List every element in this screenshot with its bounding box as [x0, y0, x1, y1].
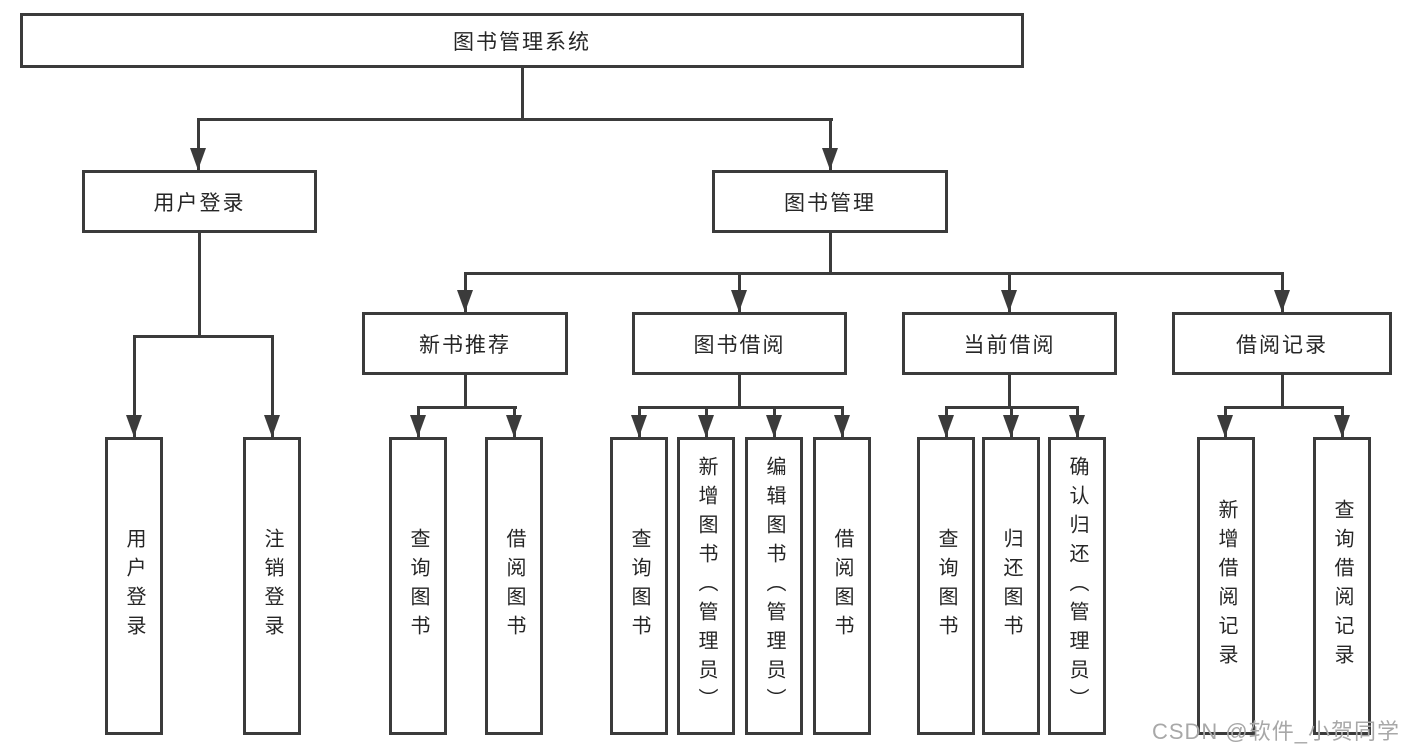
leaf-borrowing-add-books-admin: 新增图书（管理员）: [677, 437, 735, 735]
leaf-recommend-borrow-books-label: 借阅图书: [503, 528, 525, 644]
arrow-down-icon: [822, 148, 838, 170]
connector-line: [829, 233, 832, 272]
leaf-current-return-books-label: 归还图书: [1000, 528, 1022, 644]
node-new-book-recommend: 新书推荐: [362, 312, 568, 375]
leaf-user-login: 用户登录: [105, 437, 163, 735]
leaf-recommend-query-books-label: 查询图书: [407, 528, 429, 644]
arrow-down-icon: [938, 415, 954, 437]
leaf-borrowing-borrow-books: 借阅图书: [813, 437, 871, 735]
node-user-login-label: 用户登录: [153, 191, 246, 215]
arrow-down-icon: [698, 415, 714, 437]
leaf-borrowing-borrow-books-label: 借阅图书: [831, 528, 853, 644]
leaf-borrowing-query-books: 查询图书: [610, 437, 668, 735]
connector-line: [133, 335, 136, 437]
csdn-watermark: CSDN @软件_小贺同学: [1151, 719, 1400, 744]
connector-line: [521, 68, 524, 118]
arrow-down-icon: [264, 415, 280, 437]
connector-line: [638, 406, 844, 409]
arrow-down-icon: [506, 415, 522, 437]
connector-line: [197, 118, 200, 170]
node-user-login: 用户登录: [82, 170, 317, 233]
leaf-current-query-books: 查询图书: [917, 437, 975, 735]
leaf-records-query-record: 查询借阅记录: [1313, 437, 1371, 735]
connector-line: [1281, 375, 1284, 406]
arrow-down-icon: [1003, 415, 1019, 437]
leaf-records-add-record: 新增借阅记录: [1197, 437, 1255, 735]
leaf-current-query-books-label: 查询图书: [935, 528, 957, 644]
node-book-management: 图书管理: [712, 170, 948, 233]
arrow-down-icon: [731, 290, 747, 312]
node-borrowing-records: 借阅记录: [1172, 312, 1392, 375]
connector-line: [133, 335, 274, 338]
arrow-down-icon: [631, 415, 647, 437]
arrow-down-icon: [126, 415, 142, 437]
node-book-borrowing: 图书借阅: [632, 312, 847, 375]
arrow-down-icon: [410, 415, 426, 437]
leaf-recommend-query-books: 查询图书: [389, 437, 447, 735]
node-current-borrowing: 当前借阅: [902, 312, 1117, 375]
arrow-down-icon: [1274, 290, 1290, 312]
node-borrowing-records-label: 借阅记录: [1236, 333, 1328, 357]
connector-line: [1224, 406, 1344, 409]
node-new-book-recommend-label: 新书推荐: [419, 333, 511, 357]
node-root-label: 图书管理系统: [453, 30, 591, 54]
connector-line: [738, 375, 741, 406]
arrow-down-icon: [190, 148, 206, 170]
leaf-logout: 注销登录: [243, 437, 301, 735]
node-root: 图书管理系统: [20, 13, 1024, 68]
leaf-current-confirm-return-admin: 确认归还（管理员）: [1048, 437, 1106, 735]
node-book-management-label: 图书管理: [784, 191, 876, 215]
arrow-down-icon: [457, 290, 473, 312]
arrow-down-icon: [1334, 415, 1350, 437]
node-book-borrowing-label: 图书借阅: [693, 333, 786, 357]
arrow-down-icon: [1069, 415, 1085, 437]
arrow-down-icon: [1217, 415, 1233, 437]
connector-line: [197, 118, 833, 121]
connector-line: [1008, 375, 1011, 406]
connector-line: [198, 233, 201, 335]
arrow-down-icon: [1001, 290, 1017, 312]
leaf-logout-label: 注销登录: [261, 528, 283, 644]
arrow-down-icon: [766, 415, 782, 437]
leaf-current-return-books: 归还图书: [982, 437, 1040, 735]
leaf-recommend-borrow-books: 借阅图书: [485, 437, 543, 735]
leaf-records-add-record-label: 新增借阅记录: [1215, 499, 1237, 673]
connector-line: [271, 335, 274, 437]
connector-line: [464, 272, 1284, 275]
leaf-records-query-record-label: 查询借阅记录: [1331, 499, 1353, 673]
leaf-borrowing-edit-books-admin-label: 编辑图书（管理员）: [763, 455, 785, 717]
leaf-borrowing-edit-books-admin: 编辑图书（管理员）: [745, 437, 803, 735]
leaf-borrowing-query-books-label: 查询图书: [628, 528, 650, 644]
leaf-current-confirm-return-admin-label: 确认归还（管理员）: [1066, 455, 1088, 717]
connector-line: [829, 118, 832, 170]
node-current-borrowing-label: 当前借阅: [963, 333, 1056, 357]
connector-line: [464, 375, 467, 406]
arrow-down-icon: [834, 415, 850, 437]
leaf-user-login-label: 用户登录: [123, 528, 145, 644]
leaf-borrowing-add-books-admin-label: 新增图书（管理员）: [695, 455, 717, 717]
connector-line: [417, 406, 517, 409]
